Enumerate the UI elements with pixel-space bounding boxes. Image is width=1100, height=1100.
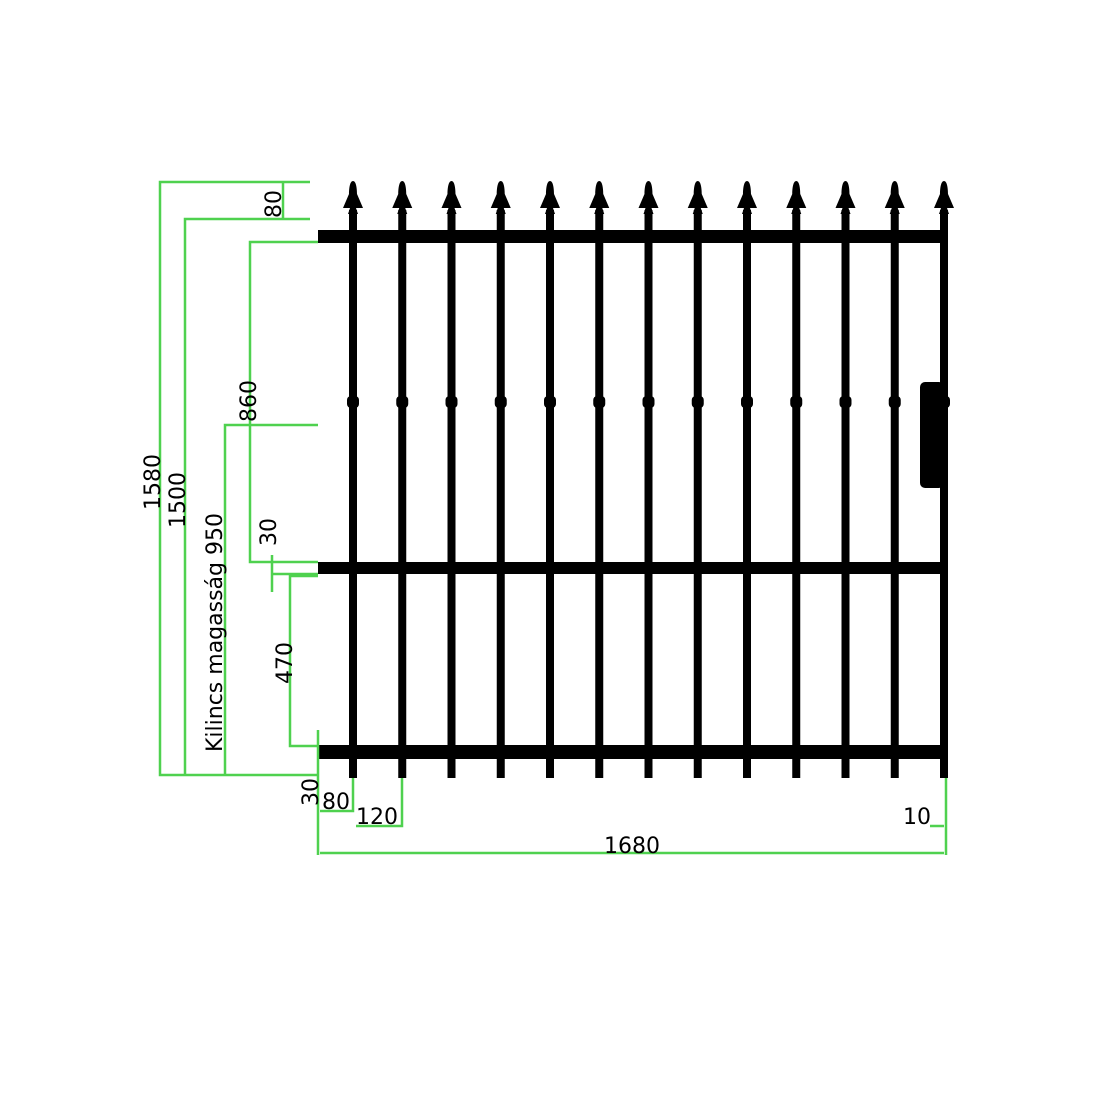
dim-470-line — [288, 574, 318, 748]
picket-collar — [839, 396, 852, 408]
picket-bar — [890, 210, 899, 778]
picket-collar — [544, 396, 556, 408]
picket — [441, 181, 462, 778]
picket — [638, 181, 659, 778]
picket-bar — [496, 210, 505, 778]
spear-tip — [589, 181, 610, 214]
label-120: 120 — [356, 805, 398, 830]
picket-collar — [494, 396, 507, 408]
label-1500: 1500 — [166, 472, 191, 528]
gate — [318, 181, 954, 778]
picket-collar — [593, 396, 606, 408]
label-handle-height: Kilincs magasság 950 — [203, 513, 228, 752]
picket — [343, 181, 363, 778]
picket — [490, 181, 511, 778]
picket — [392, 181, 413, 778]
picket-bar — [398, 210, 407, 778]
picket — [884, 181, 905, 778]
picket-bar — [447, 210, 456, 778]
dimension-labels: 1580 1500 Kilincs magasság 950 80 860 30… — [141, 190, 931, 859]
dim-1500-line — [183, 217, 310, 775]
picket — [786, 181, 807, 778]
dimension-lines — [158, 180, 948, 855]
middle-rail — [318, 562, 944, 574]
picket-collar — [396, 396, 409, 408]
picket-bar — [693, 210, 702, 778]
bottom-rail — [318, 745, 944, 759]
picket-collar — [642, 396, 655, 408]
dim-10-line — [930, 778, 948, 855]
label-1580: 1580 — [141, 454, 166, 510]
spear-tip — [638, 181, 659, 214]
top-rail — [318, 230, 944, 243]
spear-tip — [540, 181, 560, 214]
spear-tip — [737, 181, 757, 214]
spear-tip — [343, 181, 363, 214]
picket-bar — [546, 210, 554, 778]
dim-30-mid-line — [270, 555, 318, 592]
picket-collar — [741, 396, 753, 408]
picket-collar — [790, 396, 803, 408]
picket — [540, 181, 560, 778]
picket-collar — [691, 396, 704, 408]
label-30-bottom: 30 — [299, 778, 324, 806]
picket-collar — [347, 396, 359, 408]
picket-bar — [644, 210, 653, 778]
picket-bar — [743, 210, 751, 778]
picket-bar — [841, 210, 850, 778]
dim-120-line — [356, 778, 404, 828]
spear-tip — [687, 181, 708, 214]
picket-bar — [792, 210, 801, 778]
spear-tip — [835, 181, 856, 214]
picket-collar — [445, 396, 458, 408]
picket — [687, 181, 708, 778]
dim-1580-line — [158, 180, 318, 777]
spear-tip — [392, 181, 413, 214]
picket-bar — [940, 210, 948, 778]
spear-tip — [441, 181, 462, 214]
picket — [934, 181, 954, 778]
dim-860-line — [248, 240, 318, 564]
label-10: 10 — [903, 805, 931, 830]
lock-box — [920, 382, 944, 488]
label-470: 470 — [273, 642, 298, 684]
label-80-top: 80 — [262, 190, 287, 218]
spear-tip — [934, 181, 954, 214]
spear-tip — [786, 181, 807, 214]
spear-tip — [490, 181, 511, 214]
spear-tip — [884, 181, 905, 214]
picket — [589, 181, 610, 778]
label-1680: 1680 — [604, 834, 660, 859]
dim-80-bottom-line — [320, 778, 355, 813]
picket-bar — [595, 210, 604, 778]
picket-bar — [349, 210, 357, 778]
picket-collar — [938, 396, 950, 408]
picket — [835, 181, 856, 778]
label-80-bottom: 80 — [322, 790, 350, 815]
picket-collar — [888, 396, 901, 408]
picket — [737, 181, 757, 778]
label-30-mid: 30 — [257, 518, 282, 546]
dim-950-line — [223, 423, 318, 775]
label-860: 860 — [237, 380, 262, 422]
